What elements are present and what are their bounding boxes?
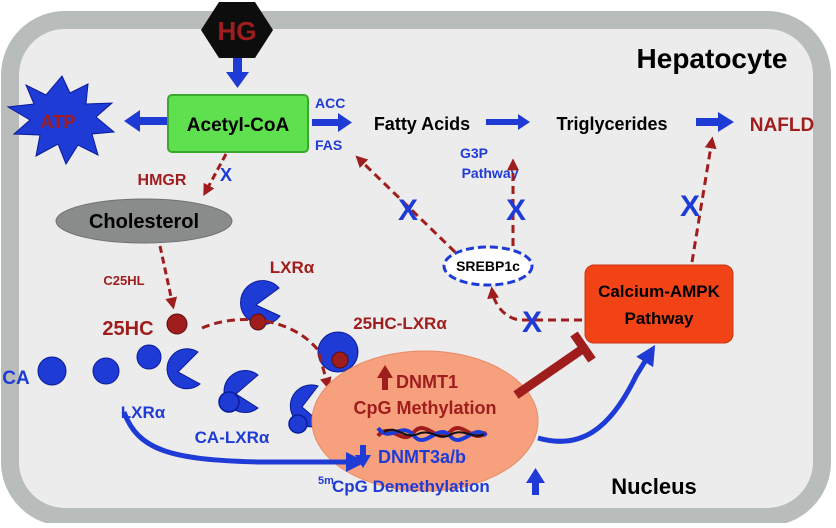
acetyl-to-cholesterol-arrow (203, 153, 228, 197)
lxr-top-ligand (249, 313, 267, 331)
atp-label: ATP (41, 112, 76, 132)
srebp1c-ellipse (442, 245, 534, 287)
srebp-fas-inhibit-mark: X (398, 194, 418, 227)
ampk-label-line1: Calcium-AMPK (598, 282, 721, 301)
tg-to-nafld-arrow-head (718, 112, 734, 132)
fas-label: FAS (315, 137, 342, 153)
dnmt1-up-arrow-shaft (382, 376, 388, 390)
ca-molecule-1 (37, 356, 67, 386)
dnmt1-label: DNMT1 (396, 372, 458, 392)
acetyl-to-fa-arrow-head (338, 113, 352, 132)
srebp-g3p-inhibit-mark: X (506, 194, 526, 227)
acetyl-coa-box (167, 94, 309, 153)
cholesterol-label: Cholesterol (89, 211, 199, 233)
ca-lxr-complex-1-ligand (218, 391, 240, 413)
dnmt1-up-arrow-head (377, 365, 393, 378)
cpg-methylation-label: CpG Methylation (354, 398, 497, 418)
atp-arrow-shaft (138, 117, 168, 125)
srebp1c-label: SREBP1c (456, 258, 520, 274)
ampk-srebp-inhibit-mark: X (522, 306, 542, 339)
dnmt3-down-arrow-shaft (360, 445, 366, 457)
acetyl-to-fa-arrow-shaft (312, 119, 340, 126)
srebp-to-fas-arrow (355, 155, 457, 254)
acc-label: ACC (315, 95, 345, 111)
hmgr-label: HMGR (138, 172, 187, 189)
ca-lxr-label: CA-LXRα (195, 428, 270, 447)
nucleus-inhibits-ampk-bar (570, 331, 596, 363)
dna-helix (376, 426, 488, 442)
nucleus-label: Nucleus (611, 474, 697, 499)
acetyl-coa-label: Acetyl-CoA (187, 115, 290, 136)
g3p-label-line1: G3P (460, 145, 488, 161)
hc25-lxr-complex-ligand (331, 351, 349, 369)
ca-lxr-complex-2-ligand (288, 414, 308, 434)
cholesterol-ellipse (55, 198, 233, 244)
lxr-bottom-receptor (166, 348, 201, 390)
g3p-label-line2: Pathway (462, 165, 519, 181)
c25hl-label: C25HL (103, 273, 144, 288)
ampk-nafld-inhibit-mark: X (680, 190, 700, 223)
hg-label: HG (218, 16, 257, 46)
atp-arrow-head (124, 110, 140, 132)
demethylation-up-arrow-shaft (532, 481, 539, 495)
ca-molecule-3 (136, 344, 162, 370)
hc25-molecule (166, 313, 188, 335)
atp-starburst (6, 75, 116, 166)
demethylation-label: CpG Demethylation (332, 477, 490, 496)
hg-arrow-head (226, 72, 249, 88)
ampk-label-line2: Pathway (625, 309, 695, 328)
fa-to-tg-arrow-shaft (486, 119, 520, 125)
ampk-to-nafld-arrow (690, 136, 717, 263)
hmgr-inhibit-mark: X (220, 165, 232, 185)
lxr-alpha-top-label: LXRα (270, 258, 315, 277)
hepatocyte-title: Hepatocyte (637, 43, 788, 74)
nucleus-inhibits-ampk (513, 344, 587, 399)
tg-to-nafld-arrow-shaft (696, 118, 720, 126)
hg-arrow-shaft (233, 58, 242, 74)
hg-hexagon (201, 2, 273, 58)
ca-molecule-2 (92, 357, 120, 385)
hc25-lxr-label: 25HC-LXRα (353, 314, 447, 333)
hc25-label: 25HC (102, 318, 153, 340)
demethylation-superscript: 5m (318, 475, 334, 487)
ca-label: CA (2, 368, 30, 389)
nucleus-to-ampk-arrow (537, 344, 656, 444)
ca-lxr-to-nucleus-arrow (121, 411, 366, 472)
dnmt3-label: DNMT3a/b (378, 447, 466, 467)
ampk-to-srebp-arrow (487, 286, 582, 322)
triglycerides-label: Triglycerides (556, 114, 667, 134)
fa-to-tg-arrow-head (518, 114, 530, 130)
hc25-to-nucleus-arrow (201, 317, 332, 390)
fatty-acids-label: Fatty Acids (374, 114, 470, 134)
lxr-alpha-bottom-label: LXRα (121, 403, 166, 422)
demethylation-up-arrow-head (526, 468, 545, 483)
ampk-box (584, 264, 734, 344)
nafld-label: NAFLD (750, 115, 814, 136)
